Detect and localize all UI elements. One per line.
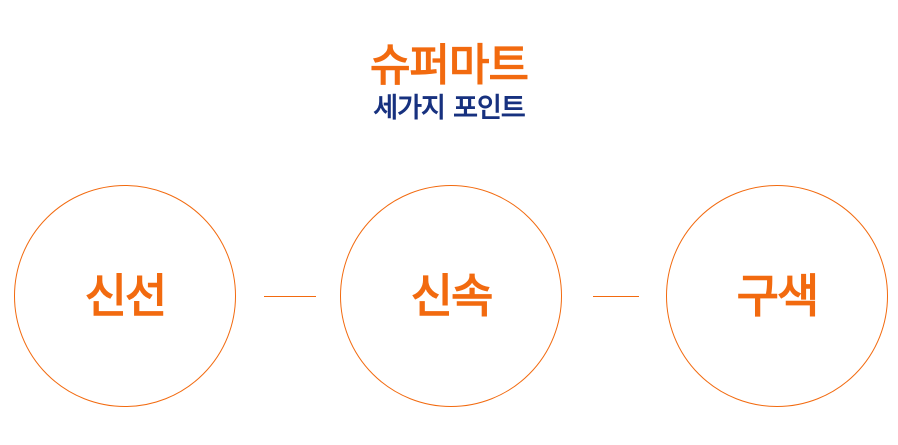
page-title: 슈퍼마트 (370, 40, 529, 91)
connector-line-2 (593, 296, 639, 297)
point-label-variety: 구색 (736, 269, 820, 323)
page-subtitle: 세가지 포인트 (373, 93, 525, 124)
point-label-fresh: 신선 (84, 269, 168, 323)
connector-line-1 (264, 296, 316, 297)
point-circle-fresh: 신선 (14, 185, 236, 407)
point-circle-variety: 구색 (666, 185, 888, 407)
point-label-fast: 신속 (410, 269, 494, 323)
point-circle-fast: 신속 (340, 185, 562, 407)
